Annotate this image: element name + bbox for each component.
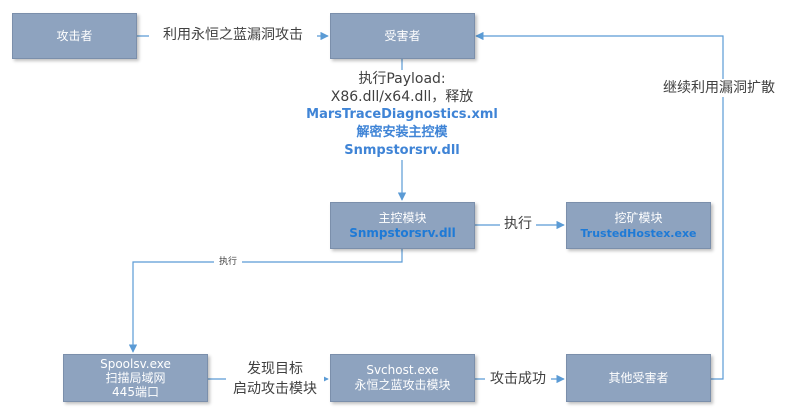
label-payload-blue-1: MarsTraceDiagnostics.xml <box>306 107 498 122</box>
label-spread: 继续利用漏洞扩散 <box>654 79 784 97</box>
label-success: 攻击成功 <box>485 370 551 388</box>
node-victim: 受害者 <box>330 13 475 59</box>
node-spoolsv: Spoolsv.exe 扫描局域网 445端口 <box>63 354 208 402</box>
node-attacker-label: 攻击者 <box>56 28 93 43</box>
arrow-other-victims-to-victim <box>475 31 724 380</box>
node-svchost: Svchost.exe 永恒之蓝攻击模块 <box>330 354 475 402</box>
node-attacker: 攻击者 <box>12 13 137 59</box>
node-other-victims-label: 其他受害者 <box>608 370 669 385</box>
label-discover: 发现目标 启动攻击模块 <box>226 359 324 399</box>
label-payload-line-2: X86.dll/x64.dll，释放 <box>330 89 474 105</box>
node-spoolsv-line-1: Spoolsv.exe <box>100 357 171 371</box>
label-exploit: 利用永恒之蓝漏洞攻击 <box>149 26 317 44</box>
node-spoolsv-line-3: 445端口 <box>112 385 159 399</box>
node-main-module-file: Snmpstorsrv.dll <box>349 225 456 240</box>
node-main-module-label: 主控模块 <box>378 210 427 225</box>
node-spoolsv-line-2: 扫描局域网 <box>105 371 166 385</box>
arrow-main-to-spoolsv <box>128 249 403 353</box>
label-payload-blue-2: 解密安装主控模 <box>356 125 448 140</box>
label-payload: 执行Payload: X86.dll/x64.dll，释放 MarsTraceD… <box>296 70 508 160</box>
label-payload-line-1: 执行Payload: <box>358 71 446 87</box>
label-discover-line-1: 发现目标 <box>247 361 303 377</box>
node-mining-module-file: TrustedHostex.exe <box>580 226 697 240</box>
node-mining-module: 挖矿模块 TrustedHostex.exe <box>566 202 711 249</box>
node-victim-label: 受害者 <box>384 28 421 43</box>
label-payload-blue-3: Snmpstorsrv.dll <box>344 143 460 158</box>
label-execute-mining: 执行 <box>500 215 536 233</box>
label-execute-small: 执行 <box>214 257 242 268</box>
node-mining-module-label: 挖矿模块 <box>614 210 663 225</box>
node-other-victims: 其他受害者 <box>566 354 711 402</box>
label-discover-line-2: 启动攻击模块 <box>233 381 317 397</box>
node-svchost-line-1: Svchost.exe <box>366 363 439 377</box>
node-main-module: 主控模块 Snmpstorsrv.dll <box>330 202 475 249</box>
node-svchost-line-2: 永恒之蓝攻击模块 <box>354 378 451 392</box>
